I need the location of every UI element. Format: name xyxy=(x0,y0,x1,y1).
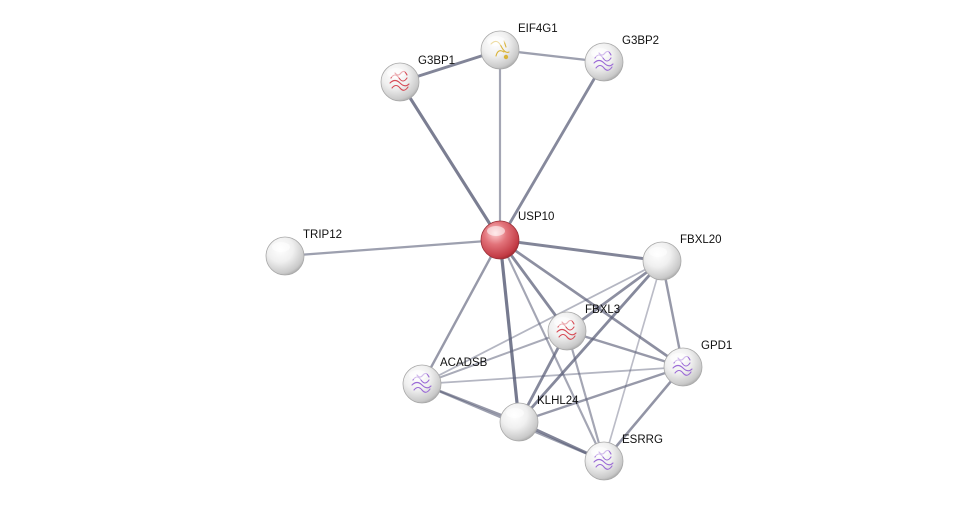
edge-fbxl20-fbxl3[interactable] xyxy=(565,259,664,333)
edge-fbxl20-klhl24[interactable] xyxy=(517,259,664,424)
node-eif4g1[interactable]: EIF4G1 xyxy=(480,23,558,70)
node-highlight xyxy=(487,226,505,236)
node-label-usp10: USP10 xyxy=(518,211,554,223)
edge-usp10-gpd1[interactable] xyxy=(498,238,685,369)
edge-gpd1-acadsb[interactable] xyxy=(421,366,684,385)
edge-usp10-esrrg[interactable] xyxy=(498,238,606,463)
node-label-fbxl3: FBXL3 xyxy=(585,304,620,316)
edge-fbxl3-esrrg[interactable] xyxy=(565,329,606,463)
node-usp10[interactable]: USP10 xyxy=(480,211,554,260)
node-fbxl20[interactable]: FBXL20 xyxy=(642,234,722,281)
node-trip12[interactable]: TRIP12 xyxy=(265,229,342,276)
edge-fbxl20-acadsb[interactable] xyxy=(421,260,663,385)
edges-layer xyxy=(283,48,685,463)
node-label-esrrg: ESRRG xyxy=(622,434,663,446)
node-fbxl3[interactable]: FBXL3 xyxy=(547,304,620,351)
node-g3bp1[interactable]: G3BP1 xyxy=(380,55,455,102)
node-label-g3bp1: G3BP1 xyxy=(418,55,455,67)
node-gpd1[interactable]: GPD1 xyxy=(663,340,732,387)
node-highlight xyxy=(554,317,572,327)
node-highlight xyxy=(409,370,427,380)
edge-usp10-fbxl20[interactable] xyxy=(498,238,664,263)
node-klhl24[interactable]: KLHL24 xyxy=(499,395,579,442)
node-highlight xyxy=(487,36,505,46)
node-label-fbxl20: FBXL20 xyxy=(680,234,722,246)
edge-usp10-trip12[interactable] xyxy=(283,238,502,258)
node-label-trip12: TRIP12 xyxy=(303,229,342,241)
node-highlight xyxy=(506,408,524,418)
edge-gpd1-klhl24[interactable] xyxy=(517,365,685,424)
node-label-eif4g1: EIF4G1 xyxy=(518,23,558,35)
edge-fbxl3-acadsb[interactable] xyxy=(420,329,569,386)
node-acadsb[interactable]: ACADSB xyxy=(402,357,488,404)
edge-fbxl3-gpd1[interactable] xyxy=(565,329,685,369)
edge-usp10-g3bp2[interactable] xyxy=(498,60,606,242)
edge-gpd1-esrrg[interactable] xyxy=(602,365,685,463)
node-label-g3bp2: G3BP2 xyxy=(622,35,659,47)
edge-fbxl20-esrrg[interactable] xyxy=(603,260,663,462)
node-highlight xyxy=(387,68,405,78)
edge-usp10-klhl24[interactable] xyxy=(498,238,521,424)
node-highlight xyxy=(649,247,667,257)
node-g3bp2[interactable]: G3BP2 xyxy=(584,35,659,82)
node-label-gpd1: GPD1 xyxy=(701,340,732,352)
node-highlight xyxy=(670,353,688,363)
node-label-klhl24: KLHL24 xyxy=(537,395,579,407)
node-highlight xyxy=(591,48,609,58)
edge-usp10-g3bp1[interactable] xyxy=(398,80,502,242)
node-label-acadsb: ACADSB xyxy=(440,357,488,369)
edge-usp10-acadsb[interactable] xyxy=(420,238,502,386)
node-highlight xyxy=(272,242,290,252)
node-esrrg[interactable]: ESRRG xyxy=(584,434,663,481)
node-highlight xyxy=(591,447,609,457)
